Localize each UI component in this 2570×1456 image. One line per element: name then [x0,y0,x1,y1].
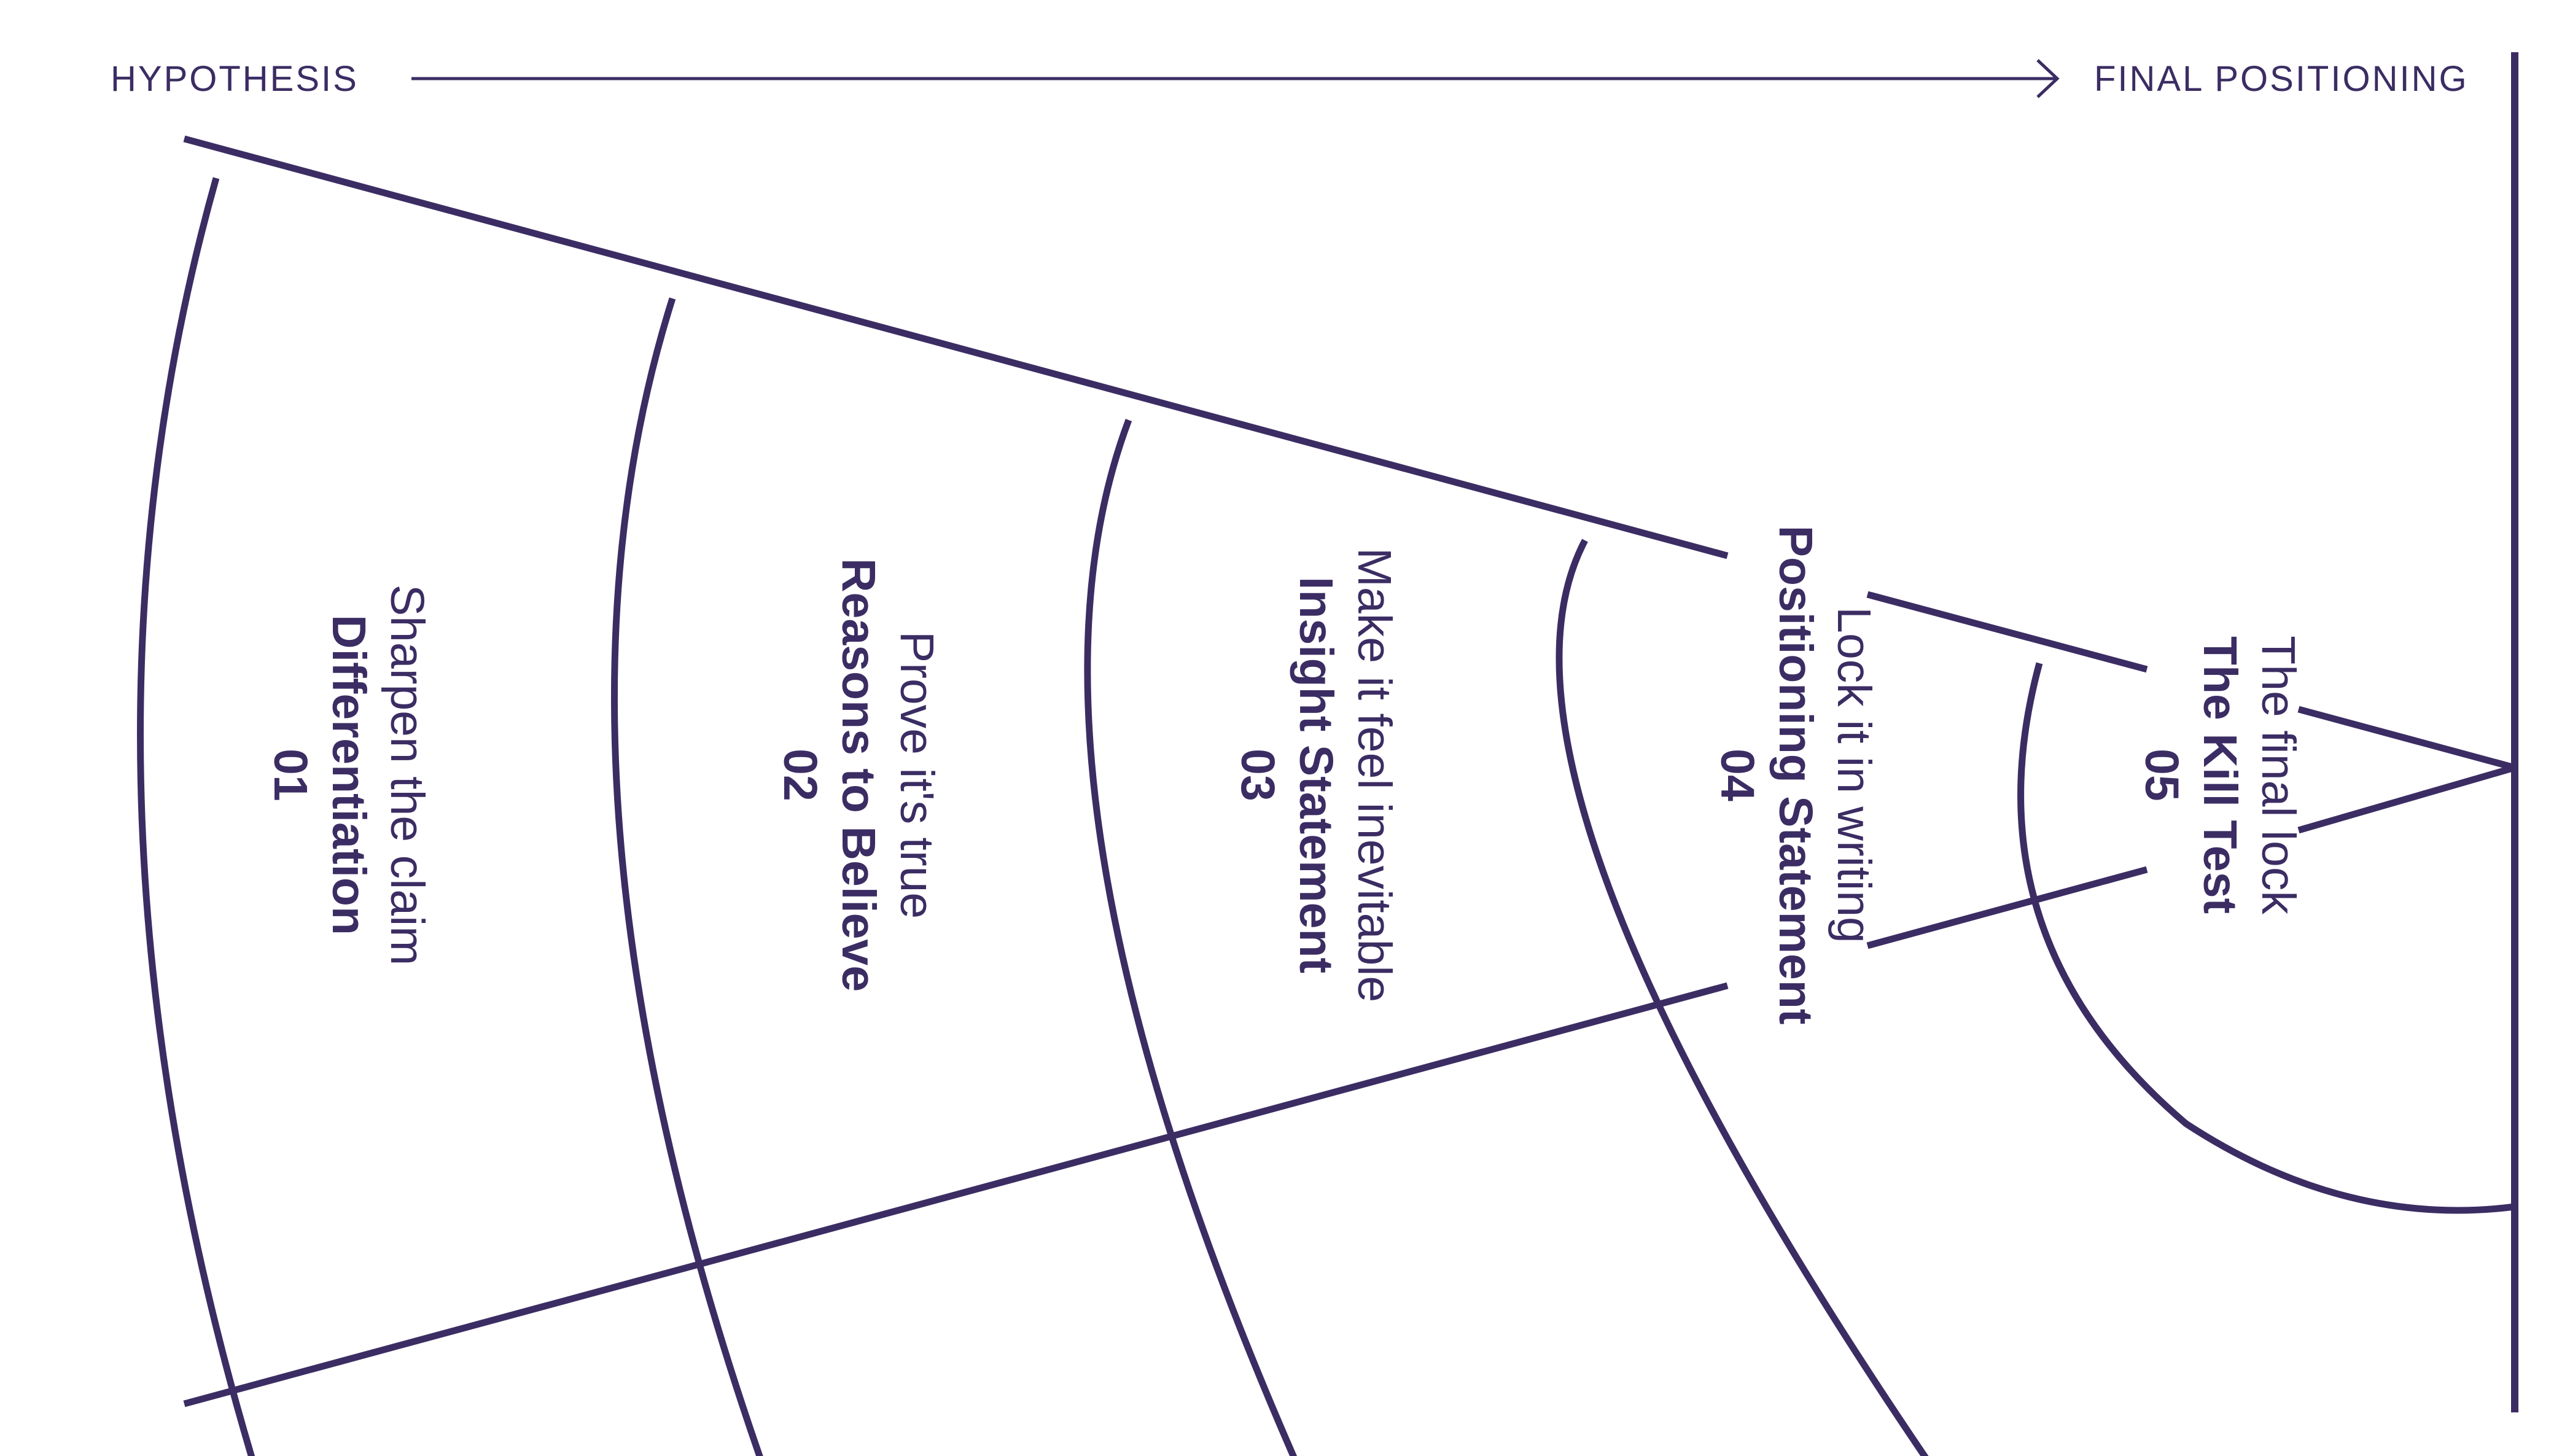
stage-subtitle: Lock it in writing [1828,607,1880,943]
stage-label-4: 04 Positioning Statement Lock it in writ… [1711,526,1880,1025]
funnel-top-edge [2297,706,2516,771]
stage-arc-2 [611,297,763,1456]
stage-subtitle: Sharpen the claim [381,585,434,966]
stage-number: 03 [1231,749,1284,801]
stage-arc-4 [1556,539,1929,1456]
stage-number: 04 [1711,749,1764,801]
final-positioning-label: FINAL POSITIONING [2094,59,2469,99]
stage-number: 05 [2135,749,2188,801]
funnel-bottom-edge [2297,764,2516,834]
stage-label-3: 03 Insight Statement Make it feel inevit… [1231,548,1401,1002]
progress-arrow-head [2036,59,2060,98]
stage-title: Positioning Statement [1769,526,1822,1025]
funnel-outline [137,52,2518,1456]
stage-arc-1 [137,177,255,1456]
hypothesis-label: HYPOTHESIS [111,59,359,99]
stage-subtitle: Make it feel inevitable [1348,548,1401,1002]
stage-title: Differentiation [322,615,375,935]
stage-number: 02 [774,749,827,801]
stage-number: 01 [264,749,317,801]
funnel-bottom-edge [183,982,1729,1407]
stage-label-2: 02 Reasons to Believe Prove it's true [774,558,943,992]
stage-title: The Kill Test [2194,636,2246,914]
funnel-top-edge [1866,591,2148,673]
stage-label-5: 05 The Kill Test The final lock [2135,636,2305,914]
funnel-top-edge [183,135,1729,559]
stage-arc-5 [2017,662,2515,1214]
funnel-bottom-edge [1866,866,2148,949]
stage-subtitle: The final lock [2252,636,2305,914]
stage-arc-3 [1084,419,1298,1456]
stage-label-1: 01 Differentiation Sharpen the claim [264,585,434,966]
stage-title: Insight Statement [1290,577,1342,973]
stage-title: Reasons to Believe [832,558,885,992]
stage-subtitle: Prove it's true [890,631,943,919]
